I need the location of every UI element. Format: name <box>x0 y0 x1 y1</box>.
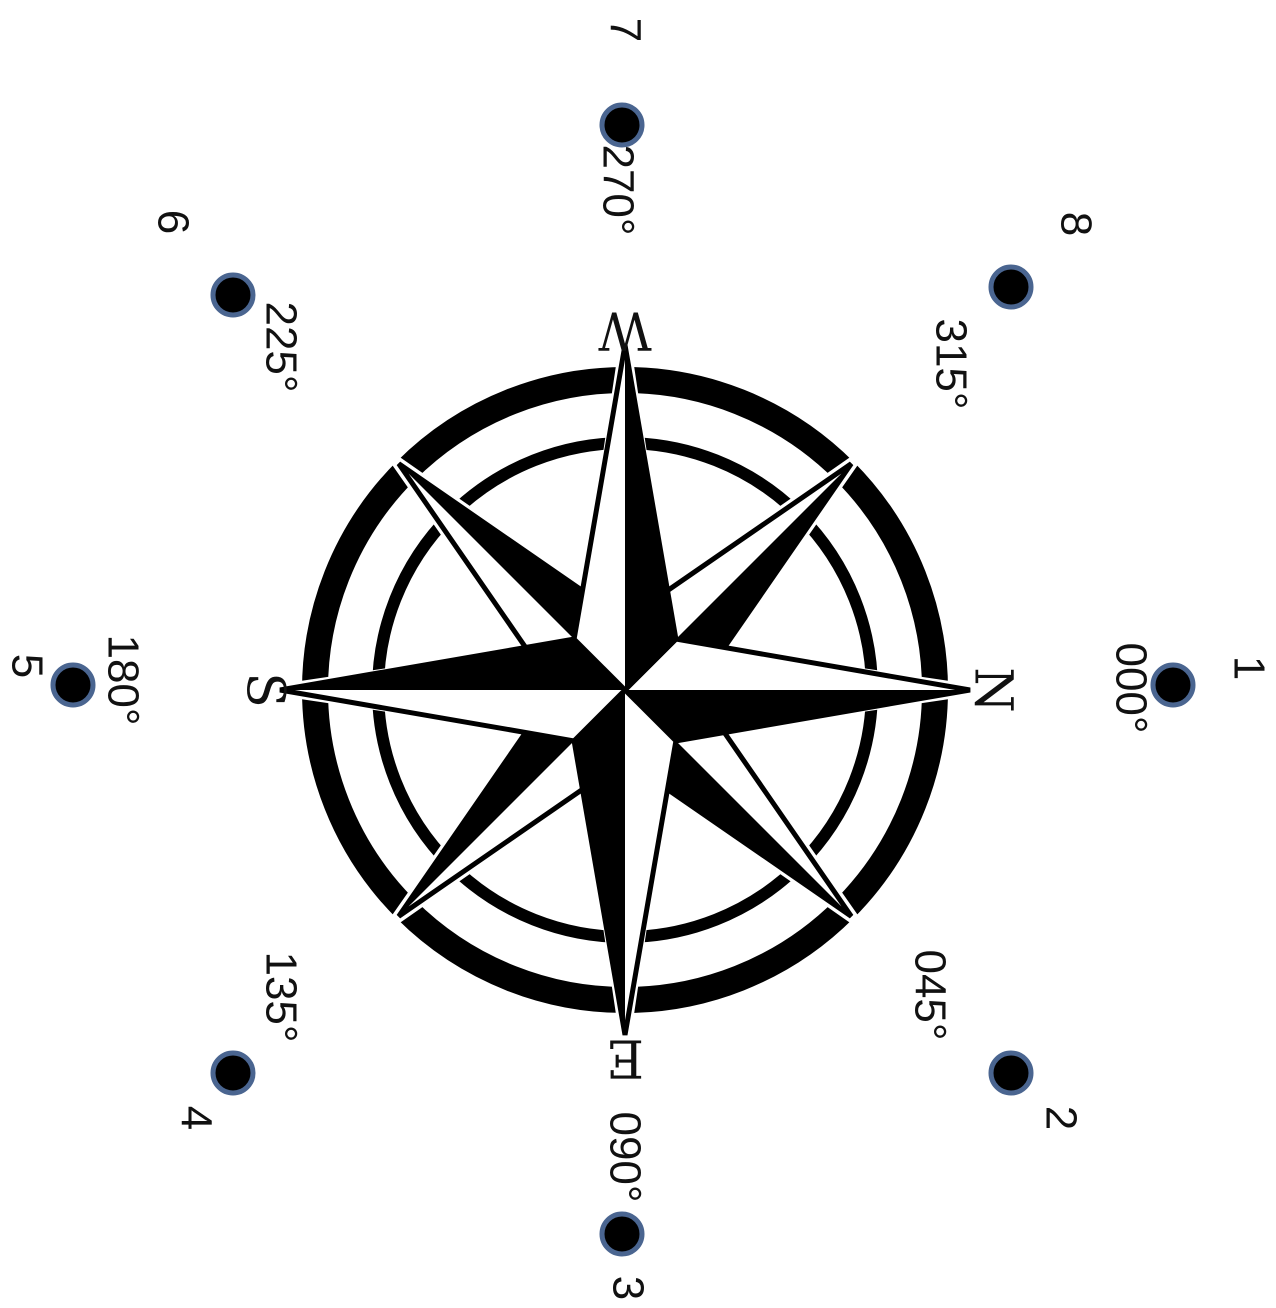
point-number: 2 <box>1036 1106 1085 1130</box>
point-number: 6 <box>148 210 197 234</box>
cardinal-s: S <box>235 672 295 708</box>
point-number: 8 <box>1051 212 1100 236</box>
compass-rose-icon <box>274 339 976 1041</box>
point-number: 4 <box>171 1106 220 1130</box>
point-bearing: 270° <box>593 144 642 235</box>
point-3: 3 090° <box>600 1111 652 1300</box>
marker-dot-icon <box>53 665 93 705</box>
cardinal-w: W <box>598 300 652 360</box>
point-bearing: 225° <box>256 301 305 392</box>
center-dot <box>622 687 628 693</box>
point-2: 2 045° <box>905 949 1085 1130</box>
point-5: 5 180° <box>2 634 147 725</box>
marker-dot-icon <box>213 1053 253 1093</box>
point-bearing: 315° <box>926 318 975 409</box>
point-4: 4 135° <box>171 951 305 1130</box>
marker-dot-icon <box>213 275 253 315</box>
star-ray-fill <box>625 345 676 690</box>
point-bearing: 090° <box>600 1111 649 1202</box>
point-number: 5 <box>2 654 51 678</box>
point-bearing: 045° <box>905 949 954 1040</box>
star-ray-fill <box>574 690 625 1035</box>
cardinal-e: E <box>606 1028 644 1088</box>
point-number: 1 <box>1224 656 1273 680</box>
marker-dot-icon <box>602 1214 642 1254</box>
point-number: 7 <box>600 18 649 42</box>
star-ray-fill <box>625 690 970 741</box>
marker-dot-icon <box>602 105 642 145</box>
point-7: 7 270° <box>593 18 649 236</box>
marker-dot-icon <box>991 1053 1031 1093</box>
point-bearing: 000° <box>1106 642 1155 733</box>
point-6: 6 225° <box>148 210 305 393</box>
point-number: 3 <box>603 1276 652 1300</box>
point-1: 1 000° <box>1106 642 1273 733</box>
point-bearing: 135° <box>256 951 305 1042</box>
star-ray-fill <box>280 639 625 690</box>
cardinal-n: N <box>963 667 1023 713</box>
point-bearing: 180° <box>98 634 147 725</box>
marker-dot-icon <box>991 267 1031 307</box>
point-8: 8 315° <box>926 212 1100 410</box>
marker-dot-icon <box>1153 665 1193 705</box>
